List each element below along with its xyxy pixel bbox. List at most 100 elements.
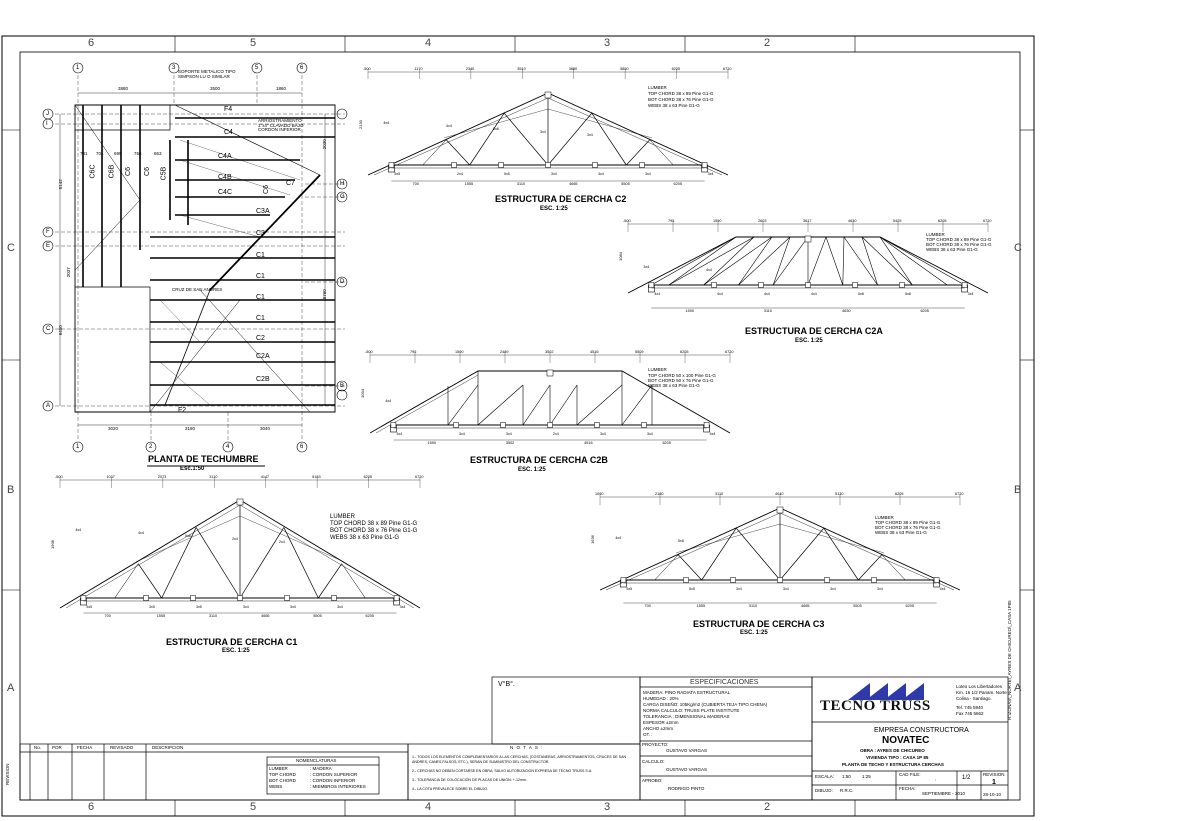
c2a-plate-2 (758, 282, 764, 288)
c2a-dim-top-0: -500 (623, 219, 631, 223)
c1-dim-top-4: 4147 (261, 475, 269, 479)
c1-plate-4 (284, 595, 290, 601)
c2-dim-top-0: -500 (363, 67, 371, 71)
c3-plate-3 (777, 577, 783, 583)
plan-dim-cell-1: 781 (80, 151, 88, 156)
c2a-height: 1084 (618, 251, 623, 261)
truss-c2-title: ESTRUCTURA DE CERCHA C2 (495, 194, 627, 204)
c2-web-0 (445, 139, 470, 166)
c2a-plate-3 (805, 282, 811, 288)
c2-dim-bottom-3: 4665 (569, 182, 577, 186)
c3-plate-label-4: 3x4 (830, 587, 836, 591)
rev-col-fecha: FECHA (77, 745, 93, 750)
plan-dim-cell-5: 863 (154, 151, 162, 156)
zone-col-6-bottom: 6 (88, 801, 95, 813)
c2a-web-b-3 (772, 236, 809, 286)
c1-web-2 (195, 527, 241, 599)
c1-dim-top-5: 5183 (312, 475, 320, 479)
c2b-dim-top-7: 6205 (680, 350, 688, 354)
proyecto-value: GUSTAVO VARGAS (666, 748, 708, 753)
c2-plate-label-8: 4x4 (446, 124, 452, 128)
address-line-1: Loteo Los Libertadores (956, 684, 1003, 689)
c2-plate-6 (701, 162, 708, 168)
c2-rafter-line-r (547, 108, 652, 138)
note-4: 4.- LA COTA PREVALECE SOBRE EL DIBUJO. (412, 787, 489, 791)
company-logo: TECNO TRUSS (820, 698, 931, 714)
spec-line-1: MADERA: PINO RADIATA ESTRUCTURAL (643, 690, 731, 695)
aprobo-label: APROBO: (642, 778, 663, 783)
c2-plate-label-6: 3x4 (708, 172, 714, 176)
plan-label-c3a: C3A (256, 208, 270, 215)
c2a-plate-apex (804, 235, 812, 243)
c1-dim-top-1: 1037 (106, 475, 114, 479)
c2a-web-b-5 (842, 236, 845, 286)
c2-plate-0 (388, 162, 395, 168)
lumber-c2-title: LUMBER (648, 85, 667, 90)
c3-web-5 (858, 554, 883, 581)
c3-dim-bottom-4: 5505 (853, 604, 861, 608)
c2a-plate-label-5: 5x8 (905, 292, 911, 296)
c1-plate-3 (237, 595, 243, 601)
lumber-c1-line-1: TOP CHORD 38 x 89 Pine G1-G (330, 521, 418, 527)
plan-label-c6c: C6C (89, 164, 97, 179)
c1-plate-label-9: 5x8 (185, 534, 191, 538)
c1-plate-label-7: 4x4 (75, 528, 81, 532)
grid-1: 1 (76, 65, 80, 71)
c2b-plate-4 (594, 422, 600, 428)
c1-web-l-short (114, 563, 139, 599)
c2-plate-label-3: 3x4 (551, 172, 557, 176)
c3-web-r-short (881, 554, 906, 581)
plan-dim-top-2: 3500 (210, 86, 221, 91)
calculo-label: CALCULO: (642, 759, 665, 764)
c2-dim-top-2: 2340 (466, 67, 474, 71)
c2a-plate-5 (899, 282, 905, 288)
plan-dim-cell-3: 699 (114, 151, 122, 156)
c1-plate-label-0: 5x5 (86, 605, 92, 609)
lumber-c3-line-1: TOP CHORD 38 x 89 Pine G1-G (875, 520, 941, 525)
c2a-web-a-1 (703, 236, 755, 286)
c2b-plate-label-5: 3x4 (647, 432, 653, 436)
lumber-c2-line-3: WEBS 38 x 63 Pine G1-G (648, 103, 700, 108)
zone-row-c: C (7, 242, 15, 254)
c2b-plate-6 (703, 422, 710, 428)
c3-plate-apex (776, 506, 784, 514)
grid-i: I (46, 121, 48, 127)
c3-dim-top-0: 1090 (595, 492, 603, 496)
rev-col-no: No. (34, 745, 42, 750)
c2-web-r-short (649, 139, 674, 166)
c1-web-1 (161, 527, 197, 599)
c3-plate-label-5: 3x4 (877, 587, 883, 591)
c2a-plate-0 (648, 282, 655, 288)
c2b-web-d-4 (549, 384, 578, 426)
lumber-c2b-title: LUMBER (648, 367, 667, 372)
c1-plate-label-4: 3x4 (290, 605, 296, 609)
c2a-web-a-0 (668, 236, 737, 286)
address-line-2: Km. 16 1/2 Panam. Norte (956, 690, 1007, 695)
c1-dim-top-3: 3110 (209, 475, 217, 479)
c2b-dim-bottom-1: 3502 (506, 441, 514, 445)
c1-rafter-line-l (136, 515, 241, 562)
c2-web-5 (626, 139, 651, 166)
spec-line-8: OT. : (643, 732, 653, 737)
c1-plate-1 (143, 595, 149, 601)
revision-value: 1 (992, 779, 996, 786)
c2b-height: 1094 (360, 388, 365, 398)
c2-plate-label-10: 3x4 (540, 130, 546, 134)
grid-2-bottom: 2 (149, 444, 153, 450)
zone-row-b: B (7, 484, 15, 496)
c2-web-4 (591, 112, 627, 166)
nomenclature-title: NOMENCLATURAS (296, 758, 337, 763)
nom-val-3: : CORDON INFERIOR (310, 778, 356, 783)
c3-plate-label-7: 4x4 (615, 536, 621, 540)
c2b-plate-1 (453, 422, 459, 428)
grid-j: J (46, 111, 49, 117)
c3-dim-bottom-3: 4665 (801, 604, 809, 608)
lumber-c1-line-2: BOT CHORD 38 x 76 Pine G1-G (330, 528, 418, 534)
notes-title: N O T A S : (510, 745, 544, 750)
c1-plate-2 (190, 595, 196, 601)
c2a-plate-label-4: 5x8 (858, 292, 864, 296)
c2a-dim-top-2: 1590 (713, 219, 721, 223)
c2a-web-a-6 (843, 236, 878, 286)
c2-dim-top-7: 6720 (723, 67, 731, 71)
lumber-c2a-title: LUMBER (926, 232, 945, 237)
